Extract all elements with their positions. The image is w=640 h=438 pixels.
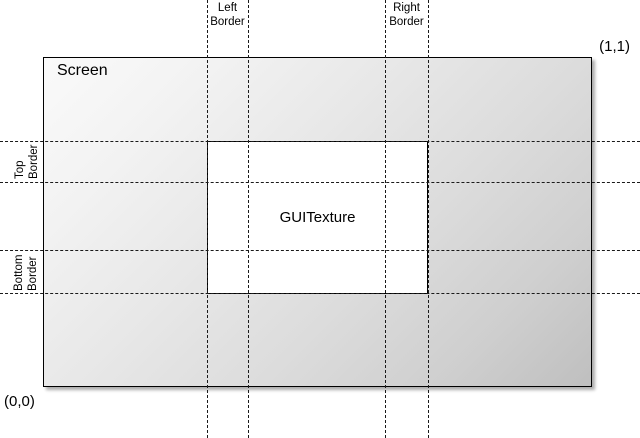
right-border-label-line1: Right	[393, 2, 420, 14]
left-border-label: Left Border	[207, 2, 248, 29]
horizontal-guide-bottom-inner	[0, 250, 640, 251]
guitexture-rectangle	[207, 141, 428, 294]
top-border-label-line1: Top	[14, 160, 26, 179]
vertical-guide-right-outer	[428, 0, 429, 438]
right-border-label-line2: Border	[389, 15, 424, 28]
left-border-label-line2: Border	[210, 15, 245, 28]
vertical-guide-right-inner	[385, 0, 386, 438]
horizontal-guide-top-inner	[0, 182, 640, 183]
vertical-guide-left-outer	[207, 0, 208, 438]
coordinate-bottom-left: (0,0)	[4, 393, 35, 410]
top-border-label-line2: Border	[28, 144, 40, 179]
coordinate-top-right: (1,1)	[599, 38, 630, 55]
screen-label: Screen	[57, 62, 108, 79]
vertical-guide-left-inner	[248, 0, 249, 438]
guitexture-label: GUITexture	[279, 209, 356, 226]
bottom-border-label-line2: Border	[27, 256, 39, 291]
bottom-border-label-line1: Bottom	[13, 254, 25, 291]
left-border-label-line1: Left	[217, 2, 238, 14]
right-border-label: Right Border	[385, 2, 428, 29]
horizontal-guide-bottom-outer	[0, 293, 640, 294]
horizontal-guide-top-outer	[0, 141, 640, 142]
